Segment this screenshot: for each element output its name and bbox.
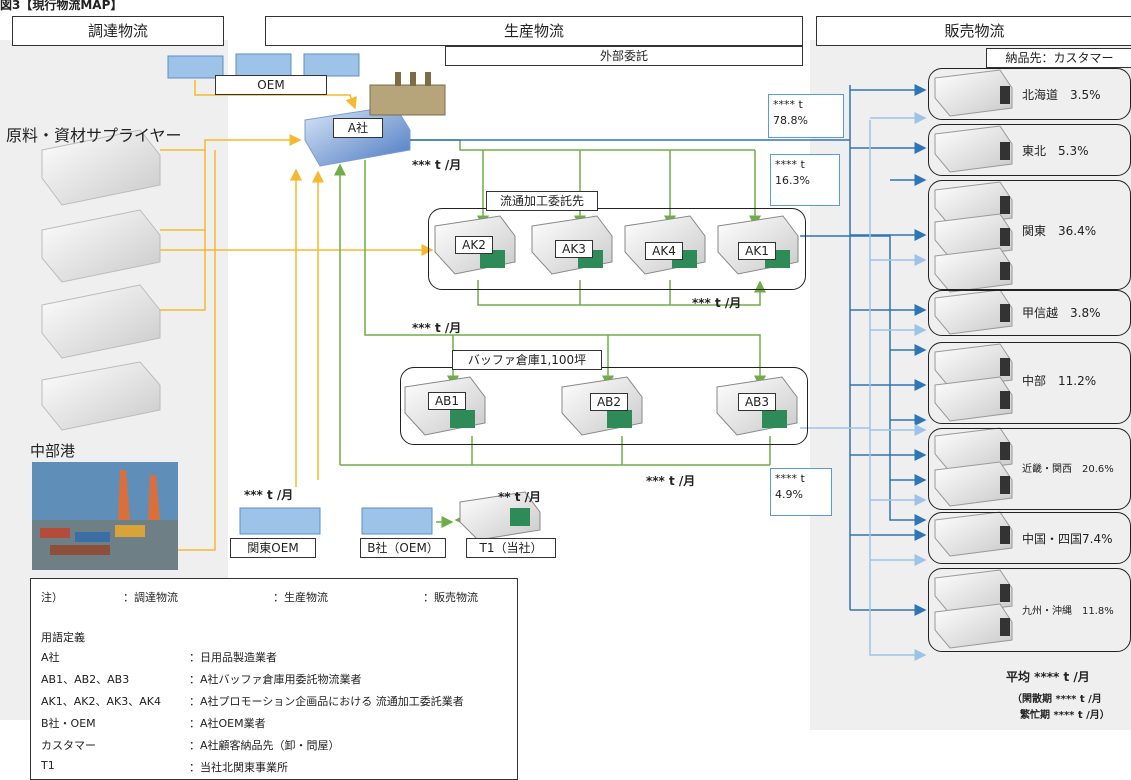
term-key: カスタマー: [41, 737, 96, 753]
legend-note: 注）: [41, 589, 63, 605]
oem-top-label: OEM: [215, 75, 327, 95]
term-key: AB1、AB2、AB3: [41, 671, 129, 687]
term-def: ：当社北関東事業所: [189, 759, 288, 775]
port-photo: [32, 462, 178, 570]
port-label: 中部港: [30, 440, 75, 461]
summary-busy: 繁忙期 **** t /月）: [1020, 706, 1110, 721]
t1-label: T1（当社）: [466, 538, 556, 558]
summary-avg: 平均 **** t /月: [1006, 668, 1090, 685]
term-key: A社: [41, 649, 60, 665]
buffer-flow-out: *** t /月: [646, 472, 695, 489]
ratio-t: **** t: [773, 97, 839, 113]
legend-box: 注） ：調達物流 ：生産物流 ：販売物流 用語定義 A社 ：日用品製造業者 AB…: [30, 578, 518, 780]
ak-unit: AK3: [555, 240, 593, 258]
buffer-flow-in: *** t /月: [412, 319, 461, 336]
region-name: 甲信越 3.8%: [1022, 304, 1101, 321]
t1-flow: ** t /月: [498, 488, 541, 505]
ratio-p: 4.9%: [775, 487, 827, 503]
region-name: 北海道 3.5%: [1022, 86, 1101, 103]
company-a-label: A社: [333, 118, 383, 138]
company-a-flow: *** t /月: [412, 156, 461, 173]
ak-unit: AK2: [455, 236, 493, 254]
ab-unit: AB2: [590, 393, 628, 411]
legend-prod: ：生産物流: [273, 589, 328, 605]
region-name: 近畿・関西 20.6%: [1022, 460, 1114, 475]
kanto-oem-flow: *** t /月: [244, 486, 293, 503]
ratio-box-1: **** t 78.8%: [768, 94, 844, 138]
ak-unit: AK1: [738, 242, 776, 260]
ratio-p: 16.3%: [775, 173, 835, 189]
supplier-label: 原料・資材サプライヤー: [6, 122, 182, 146]
summary-off: （閑散期 **** t /月: [1012, 690, 1102, 705]
ab-unit: AB3: [738, 393, 776, 411]
ak-flow: *** t /月: [692, 294, 741, 311]
region-name: 関東 36.4%: [1022, 222, 1096, 239]
legend-proc: ：調達物流: [123, 589, 178, 605]
region-name: 九州・沖縄 11.8%: [1022, 602, 1114, 617]
ratio-t: **** t: [775, 157, 835, 173]
supplier-warehouse-icons: [42, 130, 160, 430]
b-oem-label: B社（OEM）: [360, 538, 446, 558]
term-key: AK1、AK2、AK3、AK4: [41, 693, 161, 709]
region-name: 東北 5.3%: [1022, 142, 1089, 159]
kanto-oem-label: 関東OEM: [230, 538, 316, 558]
ratio-box-2: **** t 16.3%: [770, 154, 840, 206]
ratio-box-3: **** t 4.9%: [770, 468, 832, 516]
ak-unit: AK4: [645, 242, 683, 260]
legend-sales: ：販売物流: [423, 589, 478, 605]
ratio-t: **** t: [775, 471, 827, 487]
buffer-group-label: バッファ倉庫1,100坪: [452, 350, 602, 370]
region-name: 中部 11.2%: [1022, 372, 1096, 389]
term-key: T1: [41, 759, 55, 772]
term-def: ：A社顧客納品先（卸・問屋）: [189, 737, 340, 753]
ab-unit: AB1: [428, 392, 466, 410]
ratio-p: 78.8%: [773, 113, 839, 129]
term-def: ：日用品製造業者: [189, 649, 277, 665]
region-name: 中国・四国7.4%: [1022, 530, 1113, 547]
term-def: ：A社バッファ倉庫用委託物流業者: [189, 671, 362, 687]
term-key: B社・OEM: [41, 715, 96, 731]
term-def: ：A社プロモーション企画品における 流通加工委託業者: [189, 693, 464, 709]
term-def: ：A社OEM業者: [189, 715, 266, 731]
legend-terms-title: 用語定義: [41, 629, 85, 645]
ak-group-label: 流通加工委託先: [486, 191, 598, 211]
